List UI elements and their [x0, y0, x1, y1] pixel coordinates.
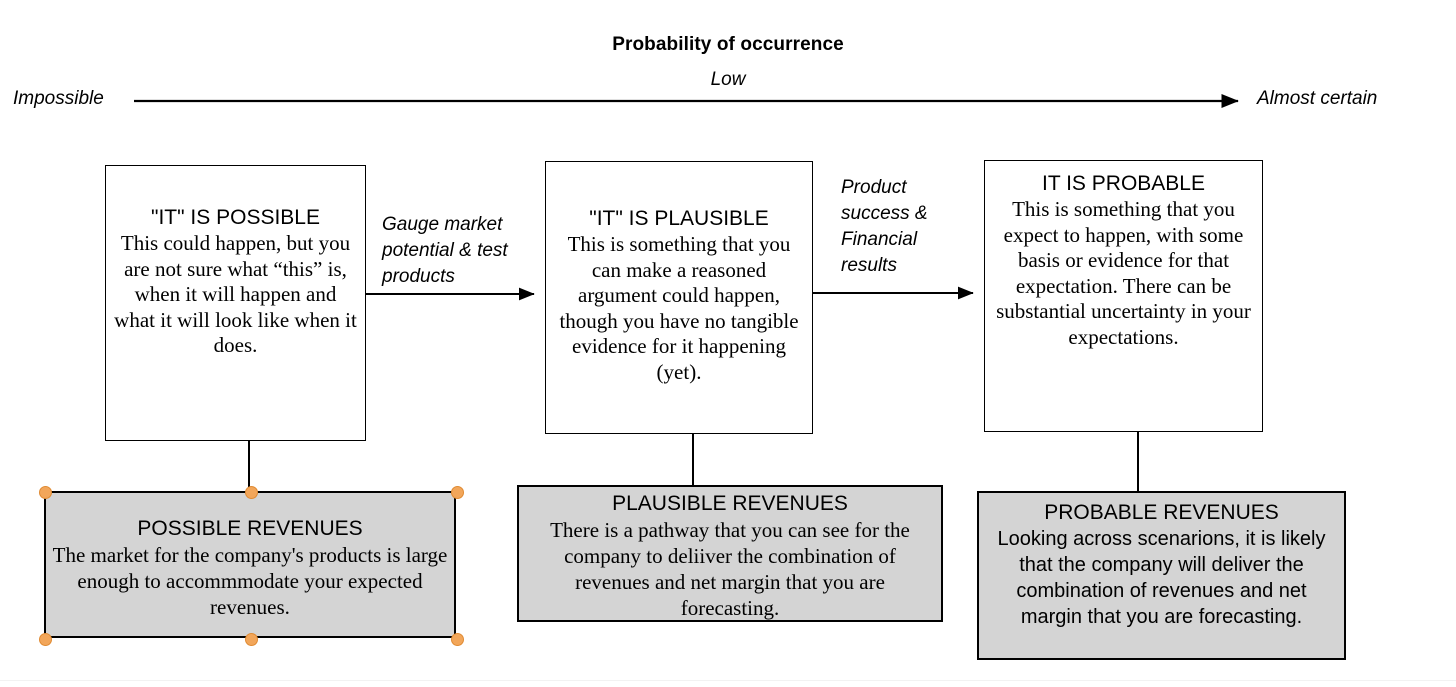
revenue-title-plausible: PLAUSIBLE REVENUES [612, 492, 848, 515]
axis-left-label: Impossible [13, 88, 104, 109]
stage-title-plausible: "IT" IS PLAUSIBLE [589, 207, 769, 230]
revenue-box-possible[interactable]: POSSIBLE REVENUES The market for the com… [44, 491, 456, 638]
stage-box-plausible[interactable]: "IT" IS PLAUSIBLE This is something that… [545, 161, 813, 434]
resize-handle-top-center[interactable] [244, 485, 258, 499]
resize-handle-top-right[interactable] [450, 485, 464, 499]
transition-caption-1: Gauge market potential & test products [382, 214, 508, 287]
revenue-body-plausible: There is a pathway that you can see for … [550, 518, 910, 620]
stage-box-probable[interactable]: IT IS PROBABLE This is something that yo… [984, 160, 1263, 432]
revenue-box-probable[interactable]: PROBABLE REVENUES Looking across scenari… [977, 491, 1346, 660]
resize-handle-top-left[interactable] [38, 485, 52, 499]
bottom-divider [0, 680, 1456, 681]
stage-body-possible: This could happen, but you are not sure … [114, 231, 357, 357]
stage-body-probable: This is something that you expect to hap… [996, 197, 1251, 349]
axis-title: Probability of occurrence [612, 34, 844, 55]
axis-right-label: Almost certain [1257, 88, 1378, 109]
stage-title-possible: "IT" IS POSSIBLE [151, 206, 320, 229]
transition-caption-2: Product success & Financial results [841, 177, 928, 276]
stage-body-plausible: This is something that you can make a re… [559, 232, 799, 384]
resize-handle-bottom-center[interactable] [244, 632, 258, 646]
revenue-body-probable: Looking across scenarions, it is likely … [997, 528, 1326, 628]
stage-title-probable: IT IS PROBABLE [1041, 172, 1205, 195]
axis-mid-label: Low [710, 69, 746, 90]
stage-box-possible[interactable]: "IT" IS POSSIBLE This could happen, but … [105, 165, 366, 441]
resize-handle-bottom-right[interactable] [450, 632, 464, 646]
revenue-title-probable: PROBABLE REVENUES [1044, 501, 1279, 524]
revenue-box-plausible[interactable]: PLAUSIBLE REVENUES There is a pathway th… [517, 485, 943, 622]
resize-handle-bottom-left[interactable] [38, 632, 52, 646]
revenue-title-possible: POSSIBLE REVENUES [137, 517, 363, 540]
revenue-body-possible: The market for the company's products is… [52, 543, 448, 619]
